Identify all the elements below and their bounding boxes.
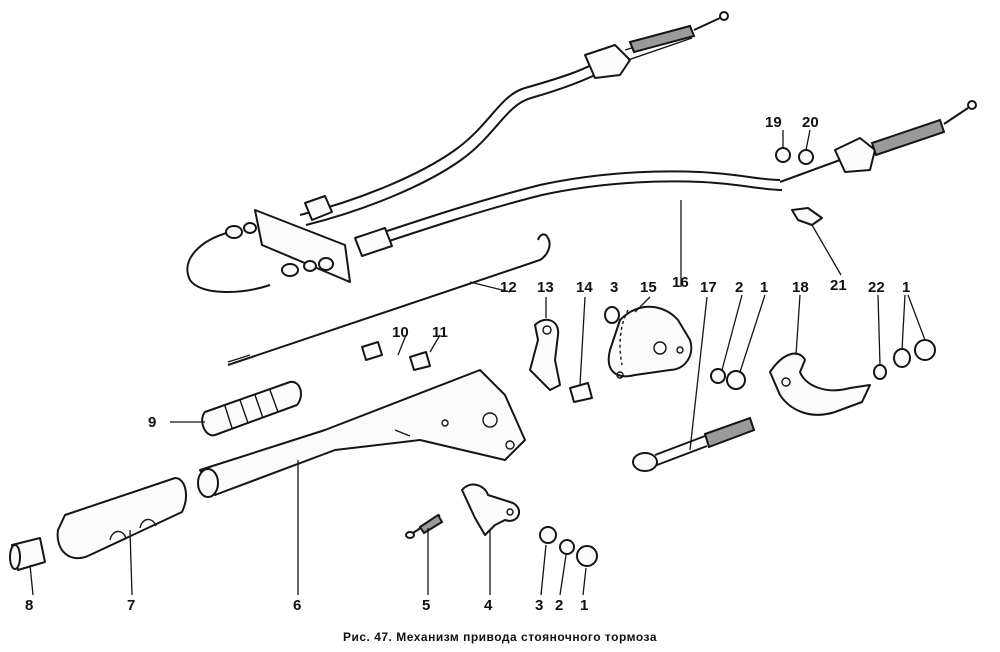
nut-1-bottom bbox=[576, 545, 598, 567]
washer-1b bbox=[893, 348, 911, 368]
nut-20 bbox=[798, 149, 814, 165]
callout-15: 15 bbox=[640, 279, 657, 296]
callout-1-bottom: 1 bbox=[580, 597, 589, 614]
callout-18: 18 bbox=[792, 279, 809, 296]
washer-2-top bbox=[710, 368, 726, 384]
callout-12: 12 bbox=[500, 279, 517, 296]
grip-9 bbox=[201, 380, 302, 437]
lever-13 bbox=[529, 318, 561, 391]
callout-20: 20 bbox=[802, 114, 819, 131]
callout-11: 11 bbox=[432, 324, 448, 341]
washer-22 bbox=[873, 364, 887, 380]
callout-3-top: 3 bbox=[610, 279, 619, 296]
callout-10: 10 bbox=[392, 324, 409, 341]
callout-6: 6 bbox=[293, 597, 302, 614]
yoke-18 bbox=[769, 352, 871, 416]
callout-21: 21 bbox=[830, 277, 847, 294]
spring-rod-5 bbox=[405, 513, 444, 539]
nut-1c bbox=[914, 339, 936, 361]
sector-15 bbox=[607, 305, 693, 379]
pin-10 bbox=[361, 341, 383, 361]
callout-2-top: 2 bbox=[735, 279, 744, 296]
leader-lines bbox=[29, 129, 926, 596]
lever-body-6 bbox=[197, 369, 526, 498]
callout-14: 14 bbox=[576, 279, 593, 296]
callout-1-right: 1 bbox=[902, 279, 911, 296]
rod-12 bbox=[227, 233, 551, 366]
callout-8: 8 bbox=[25, 597, 34, 614]
callout-22: 22 bbox=[868, 279, 885, 296]
callout-5: 5 bbox=[422, 597, 431, 614]
callout-16: 16 bbox=[672, 274, 689, 291]
callout-9: 9 bbox=[148, 414, 157, 431]
handle-7 bbox=[56, 477, 187, 560]
rear-cable-lower bbox=[354, 100, 977, 257]
callout-13: 13 bbox=[537, 279, 554, 296]
pin-11 bbox=[409, 351, 431, 371]
rear-cable-upper bbox=[299, 11, 729, 226]
callout-17: 17 bbox=[700, 279, 717, 296]
bushing-14 bbox=[569, 382, 593, 403]
bolt-17 bbox=[632, 416, 756, 472]
equalizer-bracket bbox=[186, 209, 351, 293]
pawl-4 bbox=[461, 483, 520, 536]
washer-2-bottom bbox=[559, 539, 575, 555]
washer-3-bottom bbox=[539, 526, 557, 544]
callout-2-bottom: 2 bbox=[555, 597, 564, 614]
callout-7: 7 bbox=[127, 597, 136, 614]
callout-1-top: 1 bbox=[760, 279, 769, 296]
cap-8 bbox=[9, 537, 46, 571]
figure-caption: Рис. 47. Механизм привода стояночного то… bbox=[342, 630, 658, 644]
callout-19: 19 bbox=[765, 114, 782, 131]
nut-19 bbox=[775, 147, 791, 163]
callout-4: 4 bbox=[484, 597, 493, 614]
nut-1-top bbox=[726, 370, 746, 390]
washer-3-top bbox=[604, 306, 620, 324]
clip-21 bbox=[791, 207, 823, 226]
callout-3-bottom: 3 bbox=[535, 597, 544, 614]
